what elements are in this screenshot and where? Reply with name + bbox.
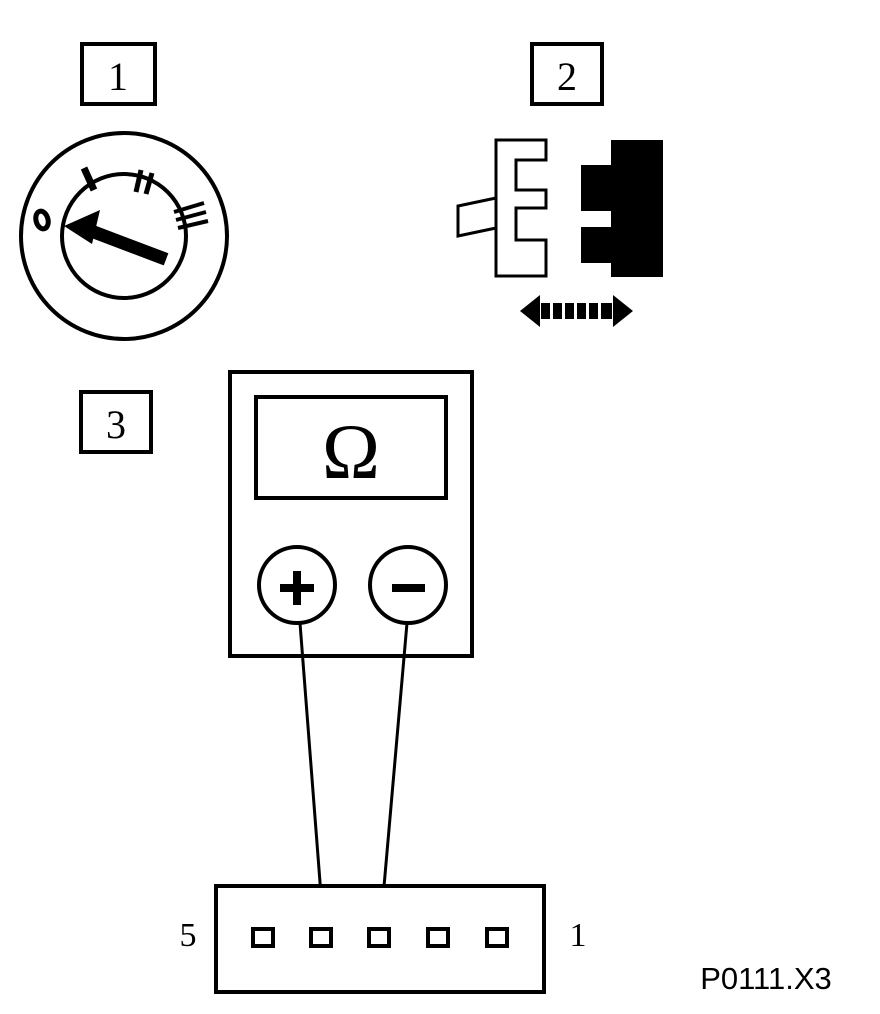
ignition-position-3 — [173, 201, 209, 230]
ohmmeter: Ω — [228, 370, 474, 658]
step-2-label: 2 — [530, 42, 604, 106]
positive-terminal — [257, 545, 337, 625]
connector-pin-4 — [309, 927, 333, 948]
ignition-position-1 — [80, 166, 98, 192]
connector-pin-1 — [485, 927, 509, 948]
pin-label-right: 1 — [570, 917, 587, 954]
svg-text:3: 3 — [106, 402, 126, 447]
pin-label-left: 5 — [180, 917, 197, 954]
ohmmeter-display: Ω — [254, 395, 448, 500]
svg-text:Ω: Ω — [322, 408, 380, 495]
connector-disconnect-icon — [456, 138, 663, 327]
connector-pin-3 — [367, 927, 391, 948]
ignition-position-2 — [133, 169, 155, 195]
test-leads — [298, 622, 409, 922]
harness-connector — [214, 884, 546, 994]
svg-text:1: 1 — [108, 54, 128, 99]
ignition-position-0 — [33, 208, 51, 232]
connector-pin-2 — [426, 927, 450, 948]
key-arrow-icon — [64, 210, 169, 266]
negative-terminal — [368, 545, 448, 625]
ignition-switch-icon — [19, 131, 229, 341]
step-3-label: 3 — [79, 390, 153, 454]
figure-code: P0111.X3 — [700, 961, 832, 996]
double-arrow-icon — [520, 295, 633, 327]
connector-pin-5 — [251, 927, 275, 948]
svg-text:2: 2 — [557, 54, 577, 99]
step-1-label: 1 — [80, 42, 157, 106]
